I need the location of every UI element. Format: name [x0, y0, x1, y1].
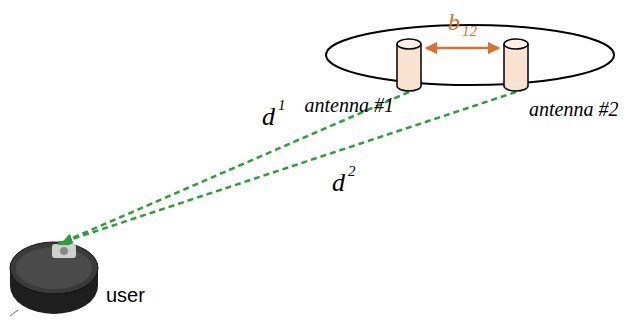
baseline-symbol: b: [448, 10, 460, 34]
user-node: user: [8, 230, 100, 318]
antenna-node: antenna #2: [503, 38, 529, 92]
distance-line: [63, 92, 516, 242]
antenna-cylinder: [396, 38, 422, 92]
antenna-label: antenna #2: [529, 98, 618, 121]
user-label: user: [106, 284, 145, 307]
antenna-node: antenna #1: [396, 38, 422, 92]
superscript-index: 1: [278, 98, 286, 113]
distance-symbol: d: [332, 170, 345, 196]
antenna-label: antenna #1: [305, 94, 394, 117]
superscript-index: 2: [348, 164, 356, 179]
subscript-index: 12: [462, 24, 477, 39]
antenna-cylinder: [503, 38, 529, 92]
distance-line: [63, 92, 409, 242]
baseline-arrow: [426, 47, 499, 50]
robot-vacuum: [8, 230, 100, 318]
distance-symbol: d: [262, 104, 275, 130]
ring-outline: [326, 25, 614, 85]
